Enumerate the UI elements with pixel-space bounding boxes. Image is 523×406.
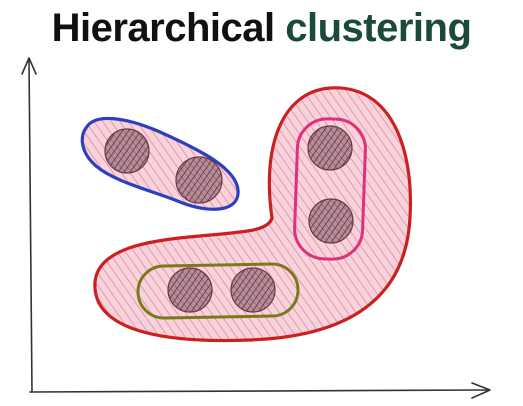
axes bbox=[21, 57, 491, 399]
y-axis-arrow-icon bbox=[21, 57, 37, 75]
y-axis bbox=[28, 59, 33, 393]
data-point-crosshatch bbox=[231, 268, 275, 312]
x-axis-arrow-icon bbox=[471, 382, 491, 399]
data-point-crosshatch bbox=[308, 126, 352, 170]
title-word-clustering: clustering bbox=[285, 6, 472, 50]
data-point-crosshatch bbox=[168, 268, 212, 312]
olive-cluster-outline bbox=[136, 262, 300, 320]
blue-cluster bbox=[80, 116, 240, 211]
data-point-crosshatch bbox=[105, 129, 149, 173]
data-point-crosshatch bbox=[176, 157, 222, 203]
olive-cluster bbox=[136, 262, 300, 320]
title-word-hierarchical: Hierarchical bbox=[51, 6, 276, 50]
diagram-title: Hierarchical clustering bbox=[0, 4, 523, 52]
red-outer-cluster-outline bbox=[93, 86, 413, 343]
data-point-crosshatch bbox=[309, 199, 353, 243]
pink-cluster-outline bbox=[293, 117, 367, 261]
x-axis bbox=[29, 389, 489, 393]
pink-cluster bbox=[293, 117, 367, 261]
